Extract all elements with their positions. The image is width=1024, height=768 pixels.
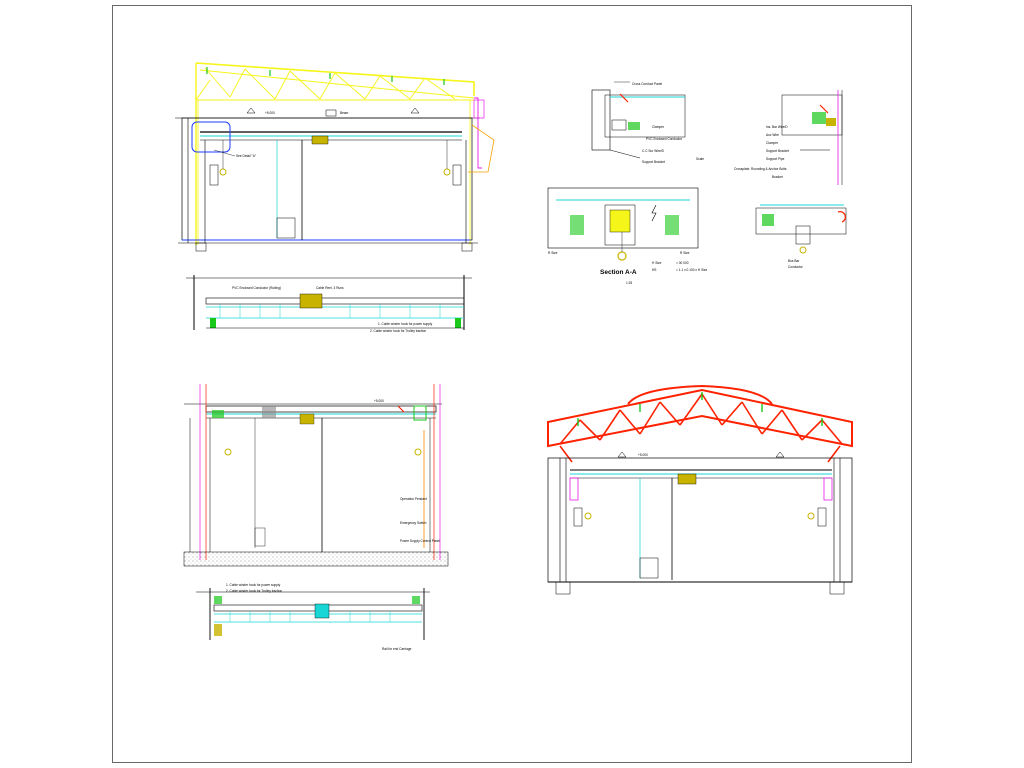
note-2: 2. Cable winder hook for Trolley tractio… [370, 329, 426, 333]
elevation-yellow-truss: +5.000 Beam See Detail "A" [175, 62, 495, 252]
sqr-wire-label: C.C Sur Wire/D [642, 149, 665, 153]
detail-label-6: Bracket [772, 175, 783, 179]
detail-a-note: See Detail "A" [236, 154, 256, 158]
elevation-bottom-left: +5.000 Operation Pendant Emergency Switc… [183, 384, 449, 567]
plan-note-1: 2. Cable winder hook for Trolley tractio… [226, 589, 282, 593]
detail-label-0: Ins. Bar Wire/D [766, 125, 788, 129]
section-scale: 1:25 [626, 281, 632, 285]
conductor-label: Conductor [788, 265, 804, 269]
bus-bar-label: Bus Bar [788, 259, 800, 263]
detail-label-2: Clamper [766, 141, 779, 145]
level-mark-3: +5.000 [638, 453, 648, 457]
level-mark: +5.000 [265, 111, 275, 115]
detail-label-4: Support Pipe [766, 157, 785, 161]
plan-view-top: PVC Enclosed Conductor (Rolling) Cable R… [186, 275, 472, 333]
hs-row: HS [652, 268, 656, 272]
section-title: Section A-A [600, 269, 637, 276]
plan-bottom-note: Rail for end Carriage [382, 647, 412, 651]
level-mark-2: +5.000 [374, 399, 384, 403]
pvc-enclosed-top: PVC Enclosed Conductor (Rolling) [232, 286, 281, 290]
r-size-left: R Size [548, 251, 558, 255]
scale-note: Scale [696, 157, 704, 161]
r-size-right: R Size [680, 251, 690, 255]
detail-label-1: Aux Wire [766, 133, 779, 137]
support-bracket-label: Support Bracket [642, 160, 665, 164]
note-1: 1. Cable winder hook for power supply [378, 322, 433, 326]
pvc-conductor-label: PVC Enclosed Conductor [646, 137, 683, 141]
plan-view-bottom: 1. Cable winder hook for power supply 2.… [196, 583, 430, 651]
side-label-2: Power Supply Control Panel [400, 539, 440, 543]
side-label-0: Operation Pendant [400, 497, 427, 501]
cable-reel: Cable Reel, 3 Runs [316, 286, 344, 290]
clamper-label: Clamper [652, 125, 665, 129]
h-size-val: = 00 000 [676, 261, 689, 265]
details-top-right: Cross Conduct Panel Clamper PVC Enclosed… [547, 81, 847, 285]
cross-conduct-panel: Cross Conduct Panel [632, 82, 662, 86]
hs-val: = 1.1 x 0.100 x H Size [676, 268, 707, 272]
side-label-1: Emergency Switch [400, 521, 427, 525]
detail-label-3: Support Bracket [766, 149, 789, 153]
h-size: H Size [652, 261, 662, 265]
sheet-border [112, 5, 912, 763]
elevation-red-truss: +5.000 [547, 384, 853, 595]
detail-label-5: Crossplate, Rounding & Anchor Bolts [734, 167, 787, 171]
beam-note: Beam [340, 111, 349, 115]
plan-note-0: 1. Cable winder hook for power supply [226, 583, 281, 587]
